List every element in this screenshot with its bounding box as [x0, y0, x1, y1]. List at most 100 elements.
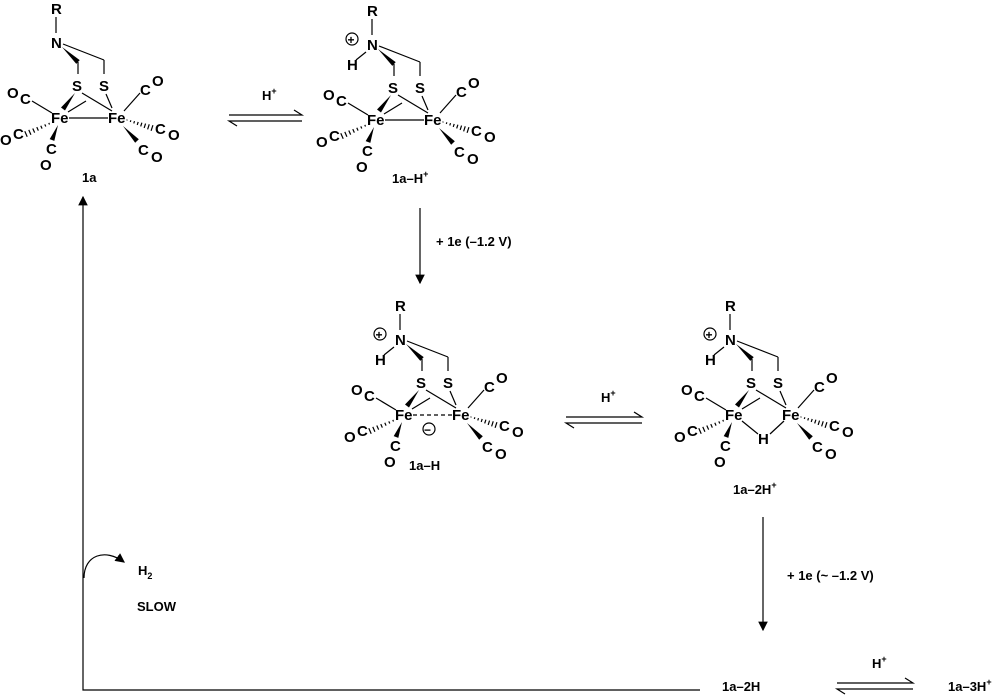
- wedge-bond: [378, 49, 396, 66]
- carbon-atom: C: [499, 418, 510, 435]
- iron-atom: Fe: [452, 407, 470, 424]
- carbon-atom: C: [812, 439, 823, 456]
- sulfur-atom: S: [773, 375, 783, 392]
- hydrogen-atom: H: [375, 352, 386, 369]
- wedge-bond: [365, 127, 374, 143]
- carbon-atom: C: [694, 388, 705, 405]
- r-group: R: [725, 298, 736, 315]
- wedge-bond: [406, 344, 424, 361]
- carbon-atom: C: [20, 91, 31, 108]
- oxygen-atom: O: [168, 127, 180, 144]
- wedge-bond: [723, 422, 732, 438]
- compound-label: 1a–H: [409, 458, 440, 473]
- carbon-atom: C: [829, 418, 840, 435]
- carbon-atom: C: [13, 126, 24, 143]
- nitrogen-atom: N: [51, 35, 62, 52]
- wedge-bond: [393, 422, 402, 438]
- carbon-atom: C: [364, 388, 375, 405]
- oxygen-atom: O: [7, 85, 19, 102]
- oxygen-atom: O: [681, 382, 693, 399]
- carbon-atom: C: [329, 128, 340, 145]
- iron-atom: Fe: [782, 407, 800, 424]
- plus-charge-icon: [373, 327, 387, 341]
- equilibrium-arrow-1: [226, 109, 305, 127]
- sulfur-atom: S: [72, 78, 82, 95]
- product-1a-3H-label: 1a–3H+: [948, 677, 992, 694]
- carbon-atom: C: [46, 141, 57, 158]
- wedge-bond: [797, 423, 813, 440]
- minus-charge-icon: [422, 422, 436, 436]
- r-group: R: [395, 298, 406, 315]
- oxygen-atom: O: [344, 429, 356, 446]
- oxygen-atom: O: [825, 446, 837, 463]
- iron-atom: Fe: [424, 112, 442, 129]
- sulfur-atom: S: [388, 80, 398, 97]
- hydrogen-atom: H: [705, 352, 716, 369]
- sulfur-atom: S: [443, 375, 453, 392]
- oxygen-atom: O: [826, 370, 838, 387]
- carbon-atom: C: [482, 439, 493, 456]
- protonation-2-label: H+: [601, 388, 616, 405]
- wedge-bond: [467, 423, 483, 440]
- plus-charge-icon: [345, 32, 359, 46]
- oxygen-atom: O: [496, 370, 508, 387]
- oxygen-atom: O: [467, 151, 479, 168]
- carbon-atom: C: [140, 82, 151, 99]
- carbon-atom: C: [138, 142, 149, 159]
- oxygen-atom: O: [714, 454, 726, 471]
- oxygen-atom: O: [468, 75, 480, 92]
- h2-release-arrow: [83, 553, 125, 579]
- r-group: R: [367, 3, 378, 20]
- equilibrium-arrow-2: [563, 411, 645, 429]
- sulfur-atom: S: [746, 375, 756, 392]
- iron-atom: Fe: [51, 110, 69, 127]
- iron-atom: Fe: [108, 110, 126, 127]
- regeneration-arrow: [78, 195, 700, 691]
- wedge-bond: [735, 390, 749, 408]
- iron-atom: Fe: [367, 112, 385, 129]
- compound-label: 1a–H+: [392, 169, 428, 186]
- wedge-bond: [49, 125, 58, 141]
- r-group: R: [51, 1, 62, 18]
- nitrogen-atom: N: [367, 37, 378, 54]
- oxygen-atom: O: [356, 159, 368, 176]
- wedge-bond: [405, 390, 419, 408]
- plus-charge-icon: [703, 327, 717, 341]
- wedge-bond: [62, 47, 80, 64]
- product-1a-2H-label: 1a–2H: [722, 679, 760, 694]
- iron-atom: Fe: [725, 407, 743, 424]
- iron-atom: Fe: [395, 407, 413, 424]
- oxygen-atom: O: [351, 382, 363, 399]
- protonation-1-label: H+: [262, 86, 277, 103]
- reduction-1-label: + 1e (–1.2 V): [436, 234, 512, 249]
- carbon-atom: C: [336, 93, 347, 110]
- carbon-atom: C: [484, 379, 495, 396]
- oxygen-atom: O: [484, 129, 496, 146]
- oxygen-atom: O: [0, 132, 12, 149]
- oxygen-atom: O: [495, 446, 507, 463]
- wedge-bond: [439, 128, 455, 145]
- nitrogen-atom: N: [725, 332, 736, 349]
- plus-charge: +: [376, 328, 383, 342]
- reduction-2-label: + 1e (~ –1.2 V): [787, 568, 874, 583]
- wedge-bond: [123, 126, 139, 143]
- oxygen-atom: O: [40, 157, 52, 174]
- carbon-atom: C: [814, 379, 825, 396]
- sulfur-atom: S: [99, 78, 109, 95]
- oxygen-atom: O: [152, 73, 164, 90]
- nitrogen-atom: N: [395, 332, 406, 349]
- carbon-atom: C: [720, 438, 731, 455]
- h2-label: H2: [138, 563, 152, 581]
- wedge-bond: [736, 344, 754, 361]
- carbon-atom: C: [454, 144, 465, 161]
- sulfur-atom: S: [415, 80, 425, 97]
- oxygen-atom: O: [512, 424, 524, 441]
- oxygen-atom: O: [384, 454, 396, 471]
- carbon-atom: C: [390, 438, 401, 455]
